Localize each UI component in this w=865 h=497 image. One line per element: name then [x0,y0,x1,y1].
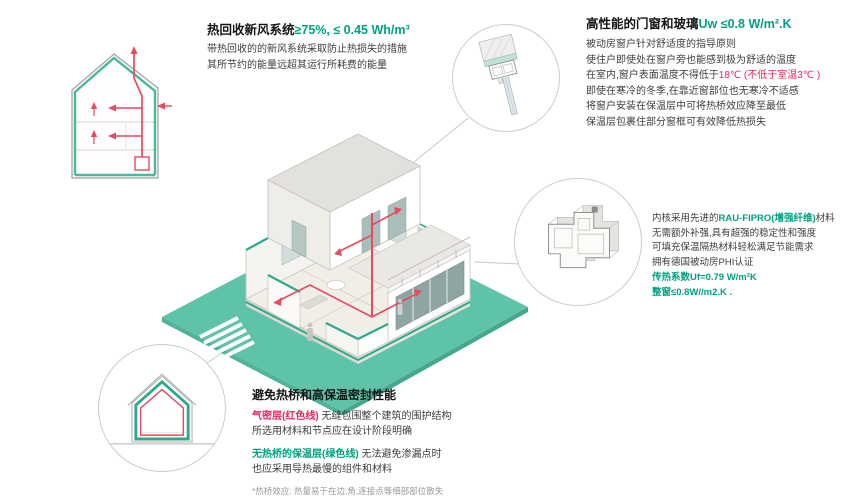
thermal-bridge-detail [98,344,226,472]
insulation-envelope-line [73,56,157,175]
windows-line6: 保温层包裹住部分窗框可有效降低热损失 [586,116,766,128]
thermal-note: *热桥效应: 热量易于在边,角,连接点等细部部位散失 [252,485,444,496]
thermal-p1-line2: 所选用材料和节点应在设计阶段明确 [252,426,412,438]
heat-recovery-line2: 其所节约的能量远超其运行所耗费的能量 [207,59,387,71]
windows-title-text: 高性能的门窗和玻璃 [586,17,699,31]
windows-line1: 被动房窗户针对舒适度的指导原则 [586,39,736,51]
ventilation-ducts [273,207,422,318]
house-cutaway-illustration [162,133,528,415]
terrace-railing-icon [387,236,471,286]
thermal-p2-line2: 也应采用导热最慢的组件和材料 [252,464,392,476]
windows-title: 高性能的门窗和玻璃Uw ≤0.8 W/m².K [586,16,860,32]
thermal-bridge-house-icon [108,373,216,445]
profile-uw-value: 整窗≤0.8W//m2.K . [652,286,733,298]
thermal-p2-line1: 无热桥的保温层(绿色线) 无法避免渗漏点时 [252,448,442,460]
furniture [299,280,346,310]
cut-wall-stubs [267,274,389,358]
profile-line4: 拥有德国被动房PHI认证 [652,257,754,269]
ventilation-section-illustration [71,46,172,179]
profile-uf-value: 传热系数Uf=0.79 W/m²K [652,271,757,283]
heat-recovery-metric: ≥75%, ≤ 0.45 Wh/m³ [294,23,410,37]
heat-recovery-line1: 带热回收的的新风系统采取防止热损失的措施 [207,44,407,56]
windows-section: 高性能的门窗和玻璃Uw ≤0.8 W/m².K 被动房窗户针对舒适度的指导原则 … [586,16,860,130]
window-section-icon [478,33,518,116]
thermal-title: 避免热桥和高保温密封性能 [252,388,397,402]
profile-section: 内核采用先进的RAU-FIPRO(增强纤维)材料 无需额外补强,具有超强的稳定性… [652,212,864,300]
profile-detail [514,178,642,306]
insulation-layer-label: 无热桥的保温层(绿色线) [252,448,359,460]
airtight-layer-label: 气密层(红色线) [252,410,319,422]
windows-line5: 将窗户安装在保温层中可将热桥效应降至最低 [586,101,786,113]
insulation-green-line [134,379,190,441]
windows-line4: 即使在寒冷的冬季,在靠近窗部位也无寒冷不适感 [586,85,799,97]
profile-material: RAU-FIPRO(增强纤维) [718,213,816,224]
heat-recovery-ducts [90,46,172,171]
heat-recovery-title-text: 热回收新风系统 [207,23,295,37]
heat-recovery-title: 热回收新风系统≥75%, ≤ 0.45 Wh/m³ [207,22,497,38]
heat-recovery-section: 热回收新风系统≥75%, ≤ 0.45 Wh/m³ 带热回收的的新风系统采取防止… [207,22,497,73]
profile-line3: 可填充保温隔热材料轻松满足节能需求 [652,242,814,254]
glass-wing [348,224,471,343]
profile-line2: 无需额外补强,具有超强的稳定性和强度 [652,227,817,239]
windows-line3: 在室内,窗户表面温度不得低于18℃ (不低于室温3℃ ) [586,70,821,82]
airtight-red-line [139,388,185,436]
garden-steps-icon [199,316,255,363]
window-profile-icon [547,205,619,269]
thermal-p1-line1: 气密层(红色线) 无缝包围整个建筑的围护结构 [252,410,452,422]
thermal-section: 避免热桥和高保温密封性能 气密层(红色线) 无缝包围整个建筑的围护结构 所选用材… [252,388,602,497]
windows-line2: 使住户即使处在窗户旁也能感到极为舒适的温度 [586,54,796,66]
windows-metric: Uw ≤0.8 W/m².K [698,17,792,31]
profile-line1: 内核采用先进的RAU-FIPRO(增强纤维)材料 [652,213,835,224]
people-figures [307,298,403,341]
insulation-base-line [245,301,471,362]
insulation-cut-edge [245,237,269,251]
heat-exchanger-unit-icon [134,156,150,171]
windows-line3-red: 18℃ (不低于室温3℃ ) [718,70,821,82]
window-section-detail [452,24,560,132]
